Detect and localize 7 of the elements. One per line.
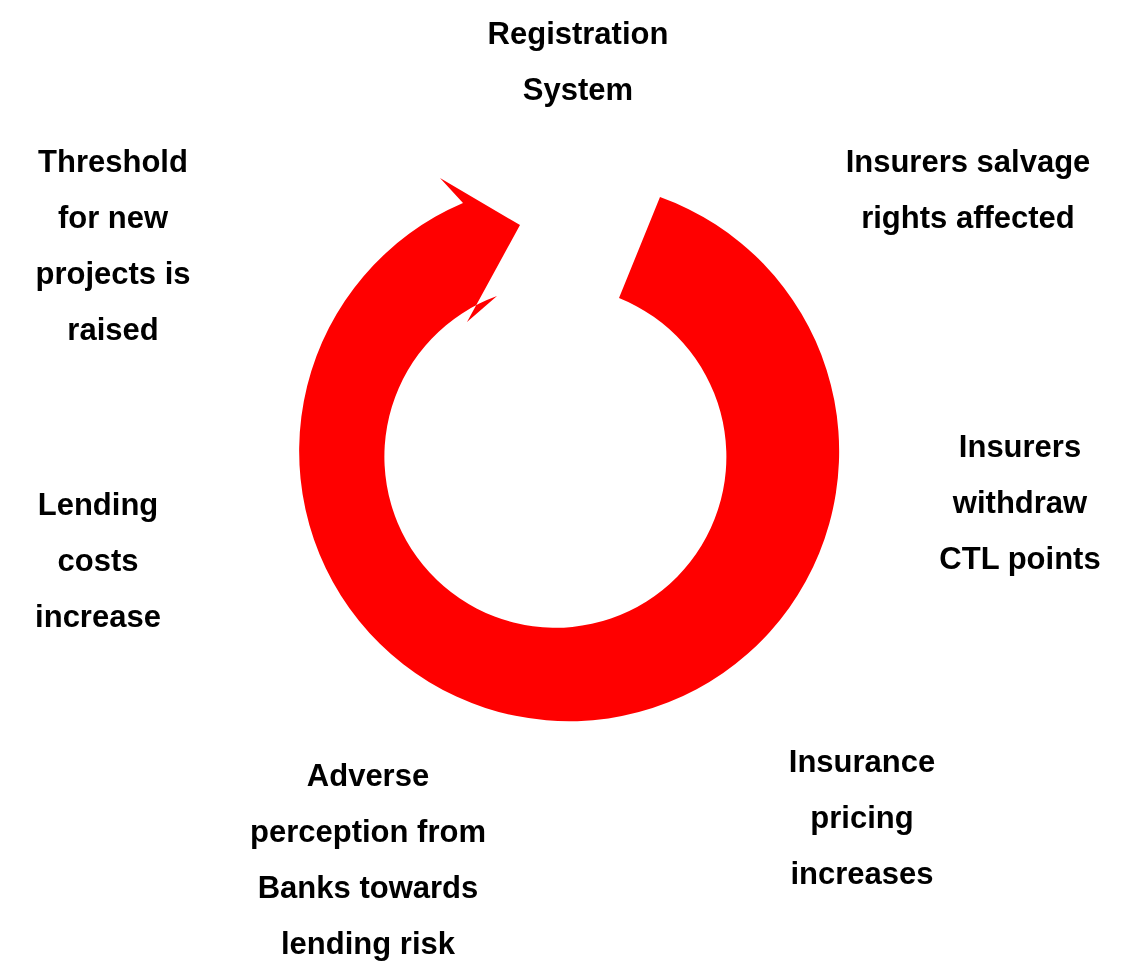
step-label: Lending costs increase [34, 486, 162, 636]
step-label: Insurance pricing increases [787, 743, 937, 893]
step-label: Adverse perception from Banks towards lending risk [249, 757, 487, 963]
step-label: Insurers salvage rights affected [845, 143, 1091, 237]
step-label: Registration System [486, 15, 670, 109]
step-label: Insurers withdraw CTL points [938, 428, 1102, 578]
step-label: Threshold for new projects is raised [34, 143, 192, 349]
